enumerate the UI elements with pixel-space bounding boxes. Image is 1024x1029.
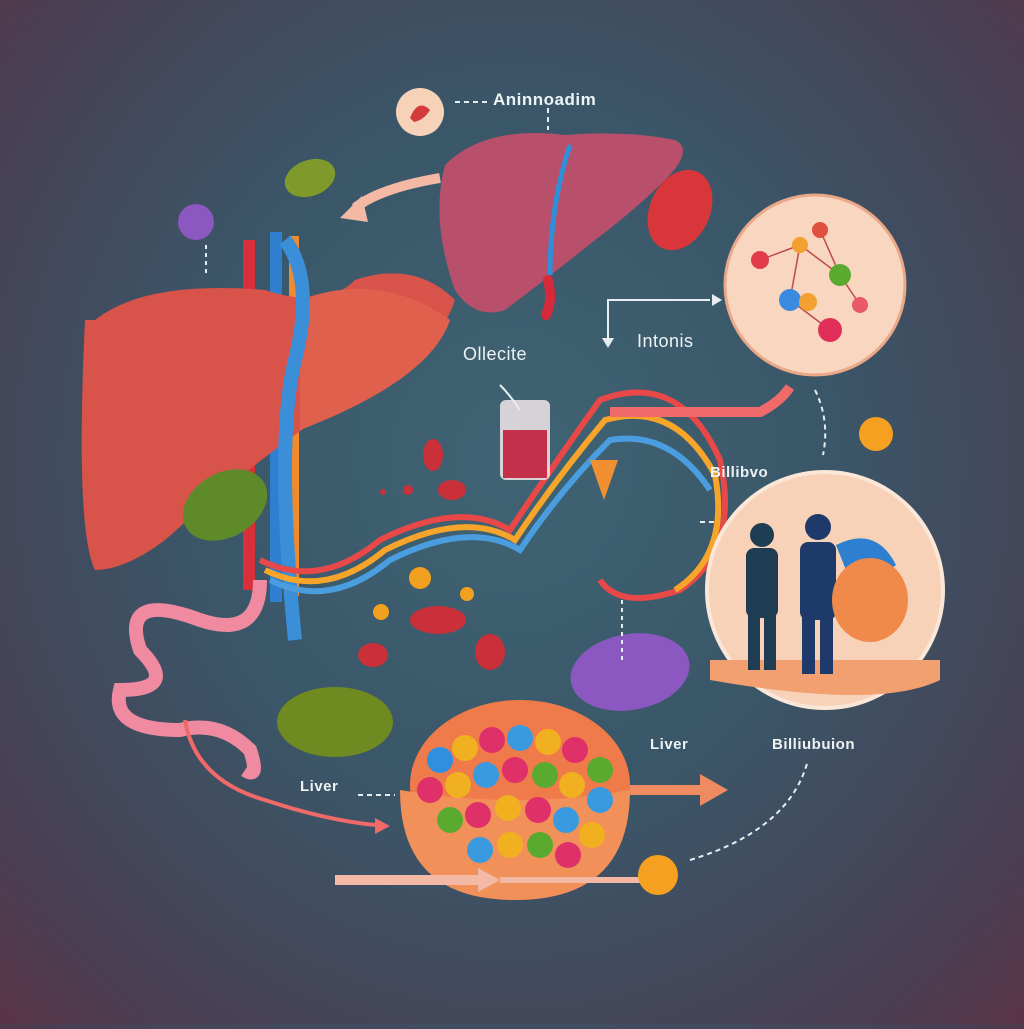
bowl-of-spheres xyxy=(400,700,630,900)
label-right-top: Intonis xyxy=(637,331,694,351)
label-bottom-left: Liver xyxy=(300,778,339,795)
label-right-middle: Billibvo xyxy=(710,464,769,481)
red-blood-cell xyxy=(647,169,713,251)
pink-intestine xyxy=(111,579,267,780)
label-top: Aninnoadim xyxy=(493,90,597,109)
purple-sphere xyxy=(178,204,214,240)
purple-bean xyxy=(570,633,690,711)
top-liver xyxy=(439,133,683,320)
blood-cells xyxy=(358,439,505,670)
human-body-circle xyxy=(705,470,945,710)
orange-sphere xyxy=(859,417,893,451)
green-bean-large xyxy=(277,687,393,757)
label-bottom-right: Billiubuion xyxy=(772,736,855,753)
main-liver xyxy=(81,232,456,641)
blood-cell-badge-icon xyxy=(396,88,444,136)
green-bean xyxy=(284,158,336,198)
beaker-icon xyxy=(500,400,618,500)
molecule-circle xyxy=(723,193,907,377)
rainbow-pathway xyxy=(258,389,728,601)
label-left-middle: Ollecite xyxy=(463,344,528,364)
label-bottom-center: Liver xyxy=(650,736,689,753)
